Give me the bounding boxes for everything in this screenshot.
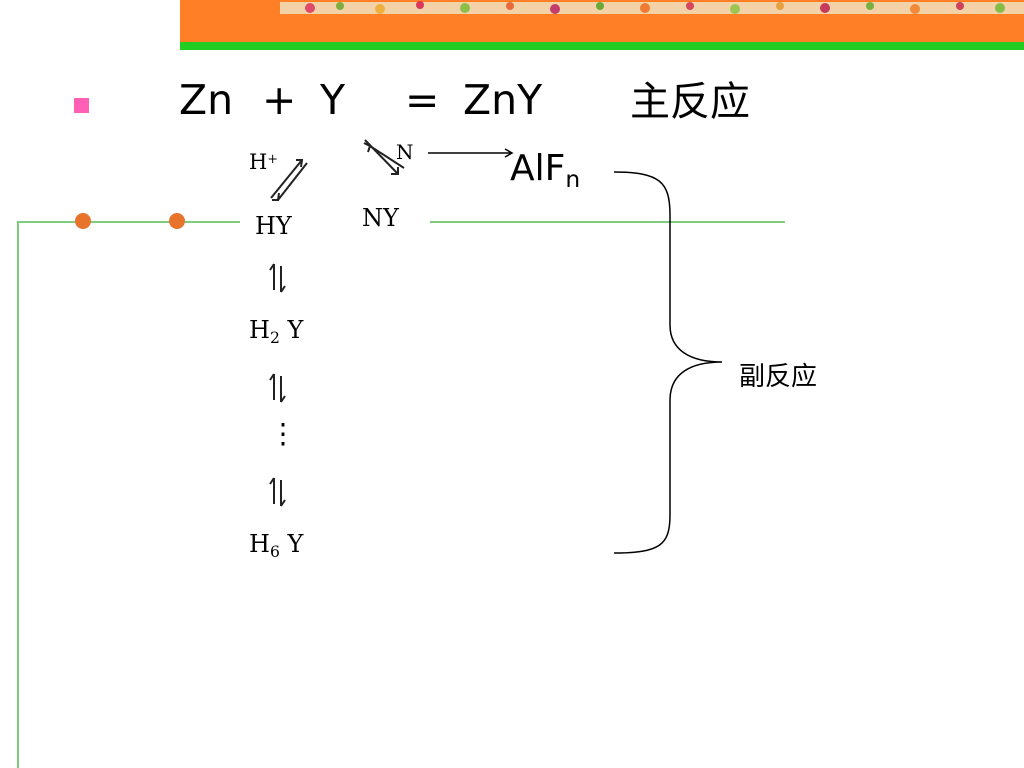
banner-green-band [180, 42, 1024, 50]
h-plus-ion: H+ [249, 150, 278, 174]
bullet-dot-icon [169, 213, 185, 229]
plus-sign: + [262, 76, 297, 124]
main-reaction-label: 主反应 [630, 79, 750, 125]
header-banner [180, 0, 1024, 50]
equilibrium-arrow-icon [269, 373, 286, 403]
interfering-ion-n: N [396, 140, 414, 164]
reactant-zn: Zn [179, 76, 234, 124]
product-zny: ZnY [463, 76, 543, 124]
side-reaction-label: 副反应 [739, 362, 818, 392]
equilibrium-arrow-icon [363, 139, 405, 175]
species-h6y: H6 Y [249, 530, 304, 561]
banner-floral-pattern [305, 1, 1005, 14]
bullet-square-icon [74, 98, 89, 113]
equilibrium-arrow-icon [269, 477, 286, 507]
species-hy: HY [255, 212, 292, 240]
reactant-y: Y [320, 76, 346, 124]
side-reaction-brace [613, 171, 723, 554]
equilibrium-arrow-icon [269, 263, 286, 293]
frame-line-left [17, 221, 240, 768]
species-ny: NY [362, 204, 399, 232]
equilibrium-arrow-icon [270, 159, 308, 201]
continuation-dots: ⋮ [269, 417, 297, 450]
equals-sign: = [405, 76, 440, 124]
bullet-dot-icon [75, 213, 91, 229]
alfn-complex: AlFn [510, 148, 581, 194]
species-h2y: H2 Y [249, 316, 304, 347]
reaction-arrow-icon [428, 148, 514, 158]
